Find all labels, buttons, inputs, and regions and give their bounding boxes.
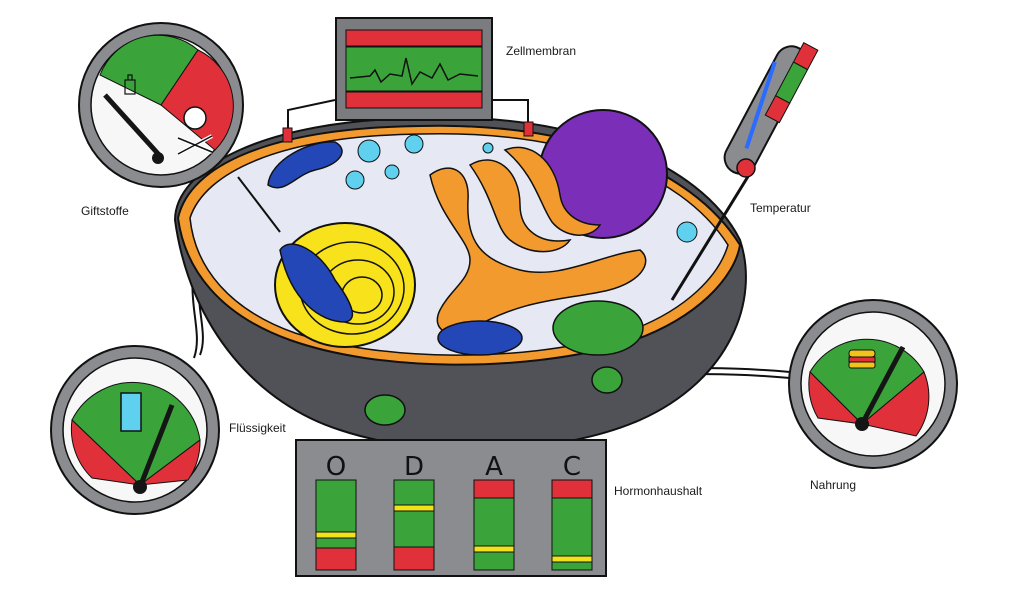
hormone-bar-3-segment-3 bbox=[551, 561, 593, 571]
golgi-apparatus bbox=[429, 146, 647, 335]
hormone-letter-1: D bbox=[404, 452, 424, 482]
food-needle bbox=[859, 345, 906, 426]
hormone-bar-2-segment-1 bbox=[473, 497, 515, 547]
bottle-icon bbox=[124, 74, 136, 95]
hormone-bar-1-segment-2 bbox=[393, 510, 435, 548]
hormone-bar-1-segment-0 bbox=[393, 479, 435, 506]
hormone-bar-0-segment-1 bbox=[315, 531, 357, 539]
toxins-gauge bbox=[78, 22, 281, 233]
hormone-bar-2-segment-3 bbox=[473, 551, 515, 571]
fluid-label: Flüssigkeit bbox=[229, 421, 286, 435]
hormone-bar-0-segment-2 bbox=[315, 537, 357, 549]
fluid-gauge bbox=[50, 345, 220, 515]
membrane-label: Zellmembran bbox=[506, 44, 577, 58]
hormone-bar-2-segment-2 bbox=[473, 545, 515, 553]
skull-icon bbox=[177, 106, 213, 156]
temperature-label: Temperatur bbox=[750, 201, 811, 215]
cell bbox=[173, 109, 747, 451]
food-gauge bbox=[788, 299, 958, 469]
vacuoles bbox=[345, 134, 698, 243]
thermometer bbox=[670, 42, 819, 301]
toxins-label: Giftstoffe bbox=[81, 204, 129, 218]
hormone-bar-0-segment-0 bbox=[315, 479, 357, 533]
membrane-monitor bbox=[335, 17, 493, 121]
toxins-needle bbox=[103, 93, 163, 159]
hormone-bar-2-segment-0 bbox=[473, 479, 515, 499]
food-label: Nahrung bbox=[810, 478, 857, 492]
burger-icon bbox=[848, 349, 876, 369]
membrane-clamp-right bbox=[523, 121, 534, 137]
fluid-needle bbox=[137, 404, 175, 488]
blue-organelles bbox=[267, 141, 523, 356]
connectors bbox=[364, 366, 623, 426]
hormone-bar-3-segment-2 bbox=[551, 555, 593, 563]
glass-icon bbox=[120, 392, 142, 432]
thermometer-bulb bbox=[736, 158, 756, 178]
hormone-letter-0: O bbox=[326, 452, 346, 482]
hormone-bar-3-segment-1 bbox=[551, 497, 593, 557]
heart-rate-icon bbox=[349, 57, 479, 86]
membrane-clamp-left bbox=[282, 127, 293, 143]
hormone-bar-1-segment-3 bbox=[393, 546, 435, 571]
green-organelle bbox=[552, 300, 644, 356]
hormone-letter-2: A bbox=[485, 452, 503, 482]
hormone-bar-1-segment-1 bbox=[393, 504, 435, 512]
hormones-label: Hormonhaushalt bbox=[614, 484, 703, 498]
hormone-bar-3-segment-0 bbox=[551, 479, 593, 499]
hormone-bar-0-segment-3 bbox=[315, 547, 357, 571]
hormone-letter-3: C bbox=[563, 452, 581, 482]
